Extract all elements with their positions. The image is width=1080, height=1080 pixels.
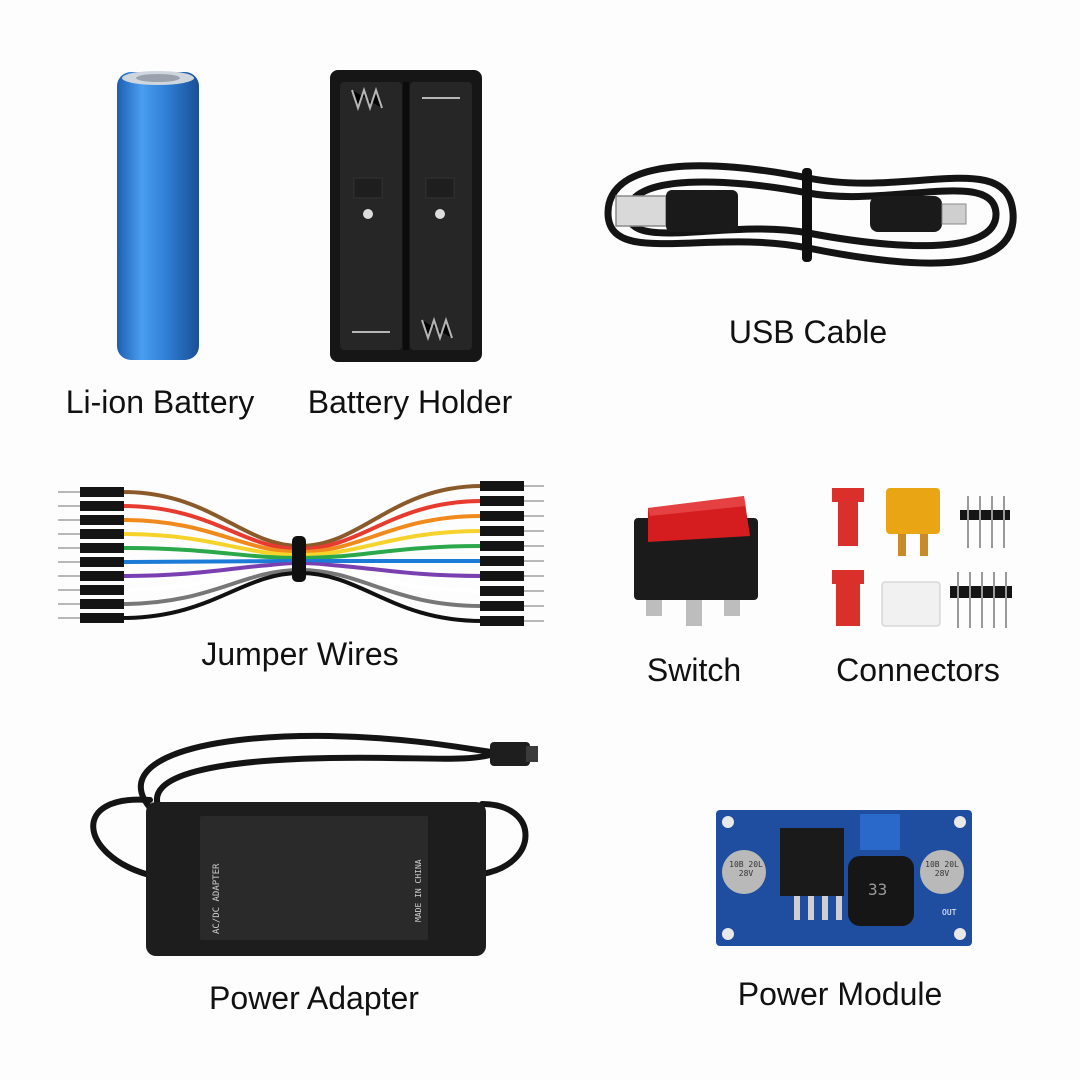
jumper-connector-left — [80, 487, 124, 497]
power-module-label: Power Module — [737, 976, 943, 1012]
power-adapter: AC/DC ADAPTER MADE IN CHINA — [70, 724, 540, 964]
module-out-text: OUT — [942, 908, 957, 917]
battery-holder — [330, 70, 482, 362]
jumper-connector-left — [80, 613, 124, 623]
power-adapter-label: Power Adapter — [209, 980, 419, 1016]
module-inductor-text: 33 — [868, 880, 888, 899]
connectors — [826, 484, 1016, 632]
adapter-label-made: MADE IN CHINA — [414, 859, 423, 922]
jumper-connector-left — [80, 557, 124, 567]
connectors-graphic — [832, 488, 1012, 628]
jumper-connector-right — [480, 496, 524, 506]
usb-cable-label: USB Cable — [728, 314, 888, 350]
jumper-connector-right — [480, 571, 524, 581]
power-adapter-graphic — [90, 732, 538, 956]
li-ion-battery-label: Li-ion Battery — [65, 384, 255, 420]
jumper-connector-right — [480, 556, 524, 566]
jumper-connector-right — [480, 481, 524, 491]
battery-graphic — [117, 71, 199, 360]
jumper-connector-right — [480, 601, 524, 611]
jumper-connector-right — [480, 541, 524, 551]
connectors-label: Connectors — [836, 652, 1000, 688]
battery-holder-graphic — [330, 70, 482, 362]
jumper-wires-graphic — [58, 481, 544, 626]
usb-cable-graphic — [604, 162, 1017, 267]
jumper-connector-left — [80, 543, 124, 553]
jumper-connector-right — [480, 511, 524, 521]
jumper-connector-right — [480, 616, 524, 626]
module-cap-right-text: 10B 20L 28V — [925, 860, 959, 878]
jumper-connector-right — [480, 526, 524, 536]
jumper-connector-left — [80, 501, 124, 511]
switch-graphic — [634, 496, 758, 626]
jumper-tie-band — [292, 536, 306, 582]
jumper-connector-left — [80, 599, 124, 609]
power-module: 10B 20L 28V 10B 20L 28V 33 OUT — [716, 810, 972, 946]
jumper-connector-right — [480, 586, 524, 596]
li-ion-battery — [108, 68, 204, 364]
jumper-connector-left — [80, 515, 124, 525]
power-module-graphic — [716, 810, 972, 946]
jumper-connector-left — [80, 571, 124, 581]
jumper-wires-label: Jumper Wires — [201, 636, 399, 672]
adapter-label-header: AC/DC ADAPTER — [212, 863, 222, 934]
usb-cable — [588, 138, 1028, 288]
rocker-switch — [634, 488, 758, 634]
jumper-wires — [52, 474, 550, 642]
battery-holder-label: Battery Holder — [307, 384, 513, 420]
switch-label: Switch — [646, 652, 742, 688]
jumper-connector-left — [80, 585, 124, 595]
module-cap-left-text: 10B 20L 28V — [729, 860, 763, 878]
jumper-connector-left — [80, 529, 124, 539]
